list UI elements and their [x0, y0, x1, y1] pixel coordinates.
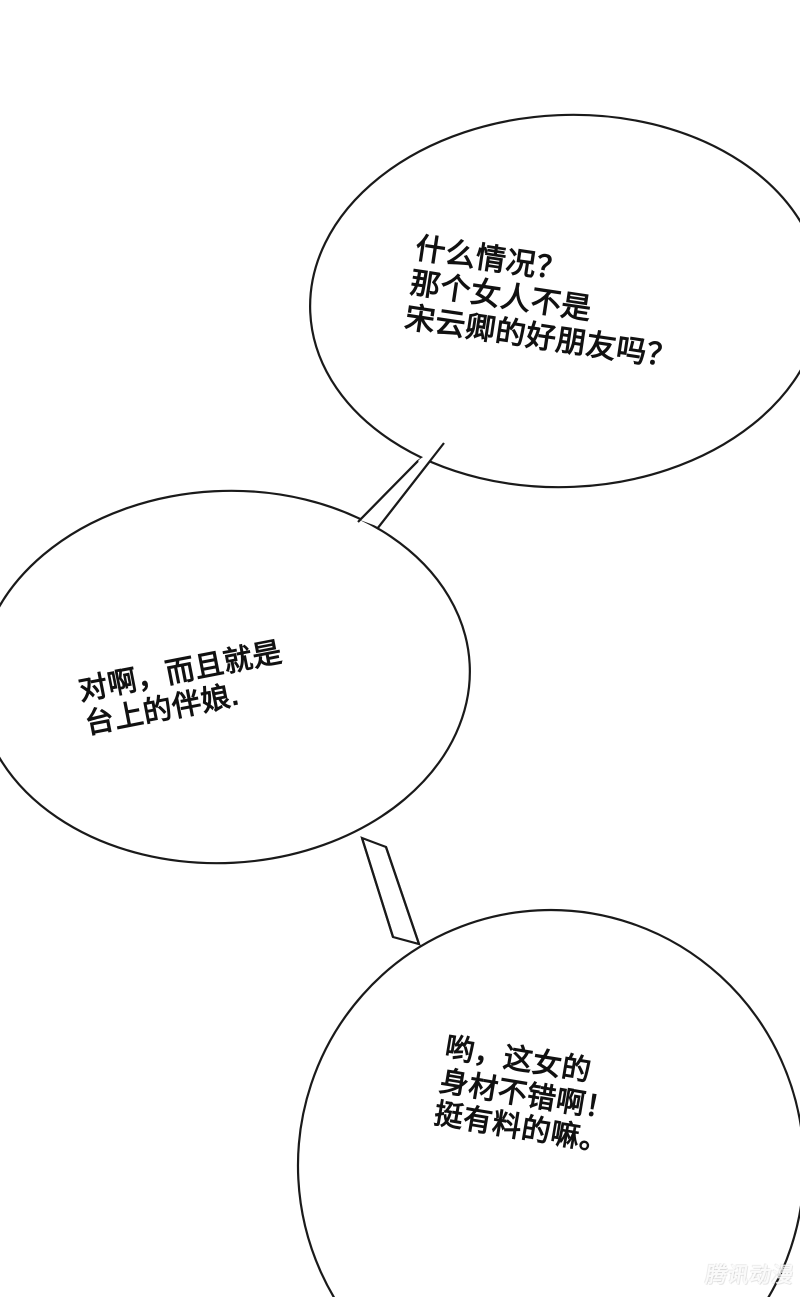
bubble-1-tail-fill: [360, 445, 442, 527]
bubble-1-tail-edges-2: [376, 442, 445, 530]
bubble-1-tail-edges: [357, 460, 419, 523]
speech-bubble-1: [309, 113, 800, 489]
speech-bubble-3: [296, 908, 800, 1297]
bubble-2-tail-edges: [360, 837, 395, 938]
bubble-2-tail-edges-2: [384, 846, 421, 945]
bubble-2-tail-fill: [364, 840, 417, 942]
speech-bubble-2: [0, 489, 471, 865]
